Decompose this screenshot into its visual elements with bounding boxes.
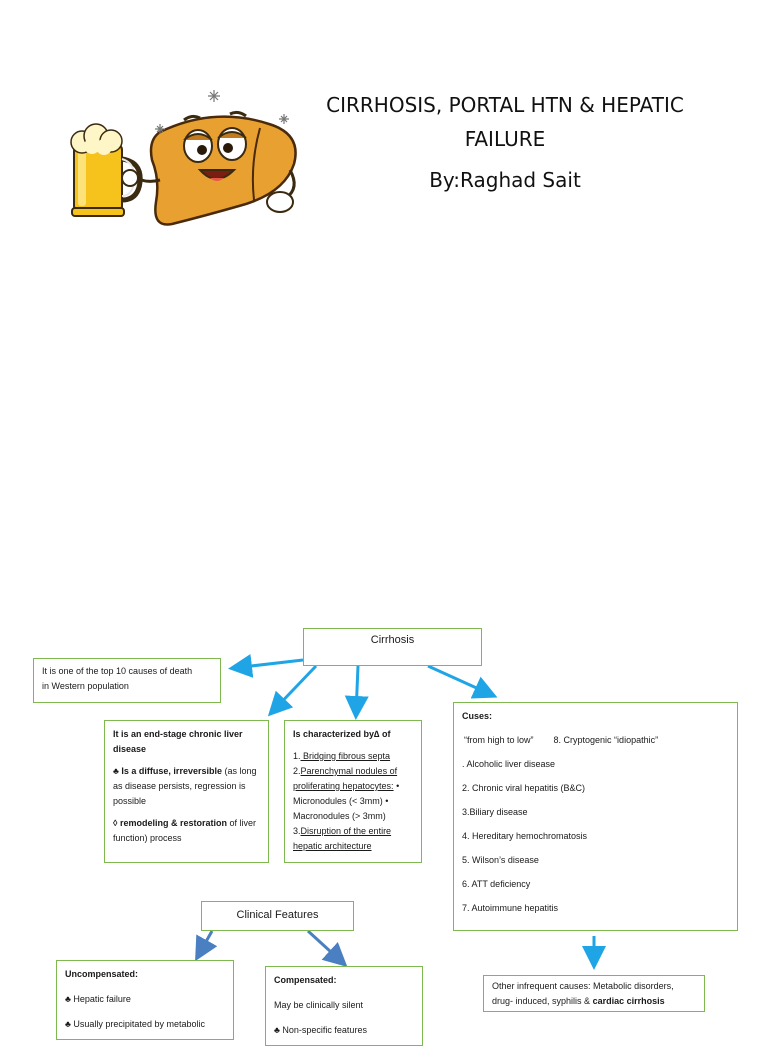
cause-item: 4. Hereditary hemochromatosis	[462, 831, 588, 841]
cartoon-liver-icon	[70, 90, 297, 226]
other-causes-node: Other infrequent causes: Metabolic disor…	[483, 975, 705, 1012]
cause-item: 2. Chronic viral hepatitis (B&C)	[462, 783, 586, 793]
death-line-2: in Western population	[42, 681, 129, 691]
author-line: By:Raghad Sait	[429, 168, 581, 192]
concept-map-arrows	[195, 654, 606, 970]
compensated-heading: Compensated:	[274, 975, 337, 985]
compensated-item-1: May be clinically silent	[274, 1000, 364, 1010]
death-line-1: It is one of the top 10 causes of death	[42, 666, 193, 676]
end-stage-point-1: ♣ Is a diffuse, irreversible (as long as…	[113, 766, 257, 806]
arrow-to-end-stage	[267, 664, 318, 717]
arrow-to-compensated	[306, 929, 348, 968]
characterized-item-1: 1. Bridging fibrous septa	[293, 751, 391, 761]
cause-item: 6. ATT deficiency	[462, 879, 531, 889]
characterized-node: Is characterized by∆ of 1. Bridging fibr…	[284, 720, 422, 863]
uncompensated-item-2: ♣ Usually precipitated by metabolic	[65, 1019, 205, 1029]
arrow-to-characterized	[344, 665, 369, 720]
cause-item: 5. Wilson’s disease	[462, 855, 539, 865]
arrow-to-uncompensated	[195, 930, 218, 962]
club-bullet-icon: ♣	[113, 766, 119, 776]
characterized-item-3: 3.Disruption of the entire hepatic archi…	[293, 826, 392, 851]
cirrhosis-root-node: Cirrhosis	[303, 628, 482, 666]
cause-item: . Alcoholic liver disease	[462, 759, 556, 769]
cause-item: 3.Biliary disease	[462, 807, 528, 817]
arrow-to-death-box	[228, 654, 304, 678]
end-stage-node: It is an end-stage chronic liver disease…	[104, 720, 269, 863]
death-cause-node: It is one of the top 10 causes of death …	[33, 658, 221, 703]
other-causes-line-1: Other infrequent causes: Metabolic disor…	[492, 981, 674, 991]
cause-item: 7. Autoimmune hepatitis	[462, 903, 559, 913]
compensated-item-2: ♣ Non-specific features	[274, 1025, 367, 1035]
diamond-bullet-icon: ◊	[113, 818, 118, 828]
causes-order-line: “from high to low”8. Cryptogenic “idiopa…	[464, 735, 659, 745]
root-label: Cirrhosis	[370, 634, 415, 646]
clinical-features-node: Clinical Features	[201, 901, 354, 931]
compensated-node: Compensated: May be clinically silent ♣ …	[265, 966, 423, 1046]
other-causes-line-2: drug- induced, syphilis & cardiac cirrho…	[492, 996, 665, 1006]
characterized-heading: Is characterized by∆ of	[293, 729, 391, 739]
title-line-2: FAILURE	[464, 127, 546, 151]
end-stage-heading-1: It is an end-stage chronic liver	[113, 729, 243, 739]
uncompensated-heading: Uncompensated:	[65, 969, 139, 979]
arrow-to-causes	[427, 664, 498, 699]
document-title: CIRRHOSIS, PORTAL HTN & HEPATIC FAILURE	[300, 88, 710, 156]
end-stage-heading-2: disease	[113, 744, 147, 754]
title-line-1: CIRRHOSIS, PORTAL HTN & HEPATIC	[326, 93, 684, 117]
clinical-features-label: Clinical Features	[236, 909, 319, 921]
causes-node: Cuses: “from high to low”8. Cryptogenic …	[453, 702, 738, 931]
uncompensated-node: Uncompensated: ♣ Hepatic failure ♣ Usual…	[56, 960, 234, 1040]
causes-heading: Cuses:	[462, 711, 493, 721]
end-stage-point-2: ◊ remodeling & restoration of liver func…	[113, 818, 257, 843]
uncompensated-item-1: ♣ Hepatic failure	[65, 994, 131, 1004]
characterized-item-2: 2.Parenchymal nodules of proliferating h…	[293, 766, 400, 821]
